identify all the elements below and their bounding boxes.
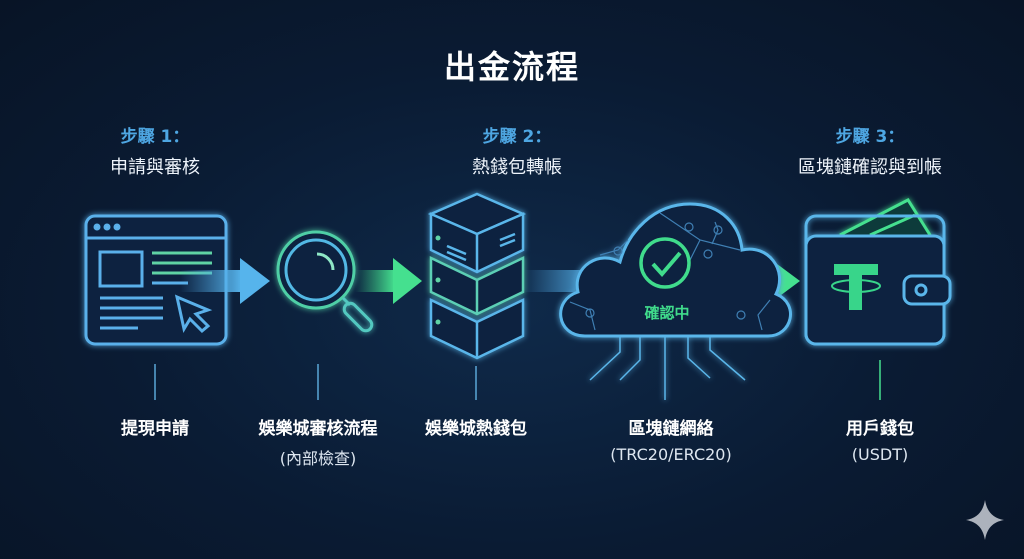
step-number: 步驟 2： [482, 127, 552, 147]
node-note: (TRC20/ERC20) [610, 445, 732, 464]
magnifier-icon [276, 230, 374, 333]
node-blockchain-network: 區塊鏈網絡 (TRC20/ERC20) [561, 414, 781, 464]
step-number: 步驟 1： [120, 127, 190, 147]
node-user-wallet: 用戶錢包 (USDT) [770, 414, 990, 464]
node-hot-wallet: 娛樂城熱錢包 [366, 414, 586, 439]
step-3-heading: 步驟 3： 區塊鏈確認與到帳 [740, 122, 1000, 179]
server-stack-icon [427, 192, 527, 360]
node-label: 娛樂城熱錢包 [425, 419, 527, 439]
arrow-2 [355, 258, 422, 304]
node-label: 娛樂城審核流程 [258, 419, 378, 439]
blockchain-cloud-icon [559, 202, 792, 400]
node-label: 區塊鏈網絡 [628, 419, 714, 439]
page-title: 出金流程 [443, 48, 580, 86]
node-label: 用戶錢包 [846, 419, 914, 439]
step-number: 步驟 3： [835, 127, 905, 147]
step-1-heading: 步驟 1： 申請與審核 [25, 122, 285, 179]
step-subtitle: 熱錢包轉帳 [472, 157, 562, 178]
step-subtitle: 區塊鏈確認與到帳 [798, 157, 942, 178]
node-withdraw-request: 提現申請 [45, 414, 265, 439]
node-review-process: 娛樂城審核流程 (內部檢查) [208, 414, 428, 469]
usdt-wallet-icon [804, 198, 952, 346]
step-subtitle: 申請與審核 [110, 157, 200, 178]
connector-lines [154, 360, 881, 400]
step-2-heading: 步驟 2： 熱錢包轉帳 [387, 122, 647, 179]
sparkle-icon [966, 500, 1004, 540]
cloud-status-text: 確認中 [643, 304, 689, 322]
arrow-1 [180, 258, 270, 304]
node-note: (內部檢查) [279, 449, 357, 468]
node-note: (USDT) [851, 445, 909, 464]
node-label: 提現申請 [121, 419, 189, 439]
